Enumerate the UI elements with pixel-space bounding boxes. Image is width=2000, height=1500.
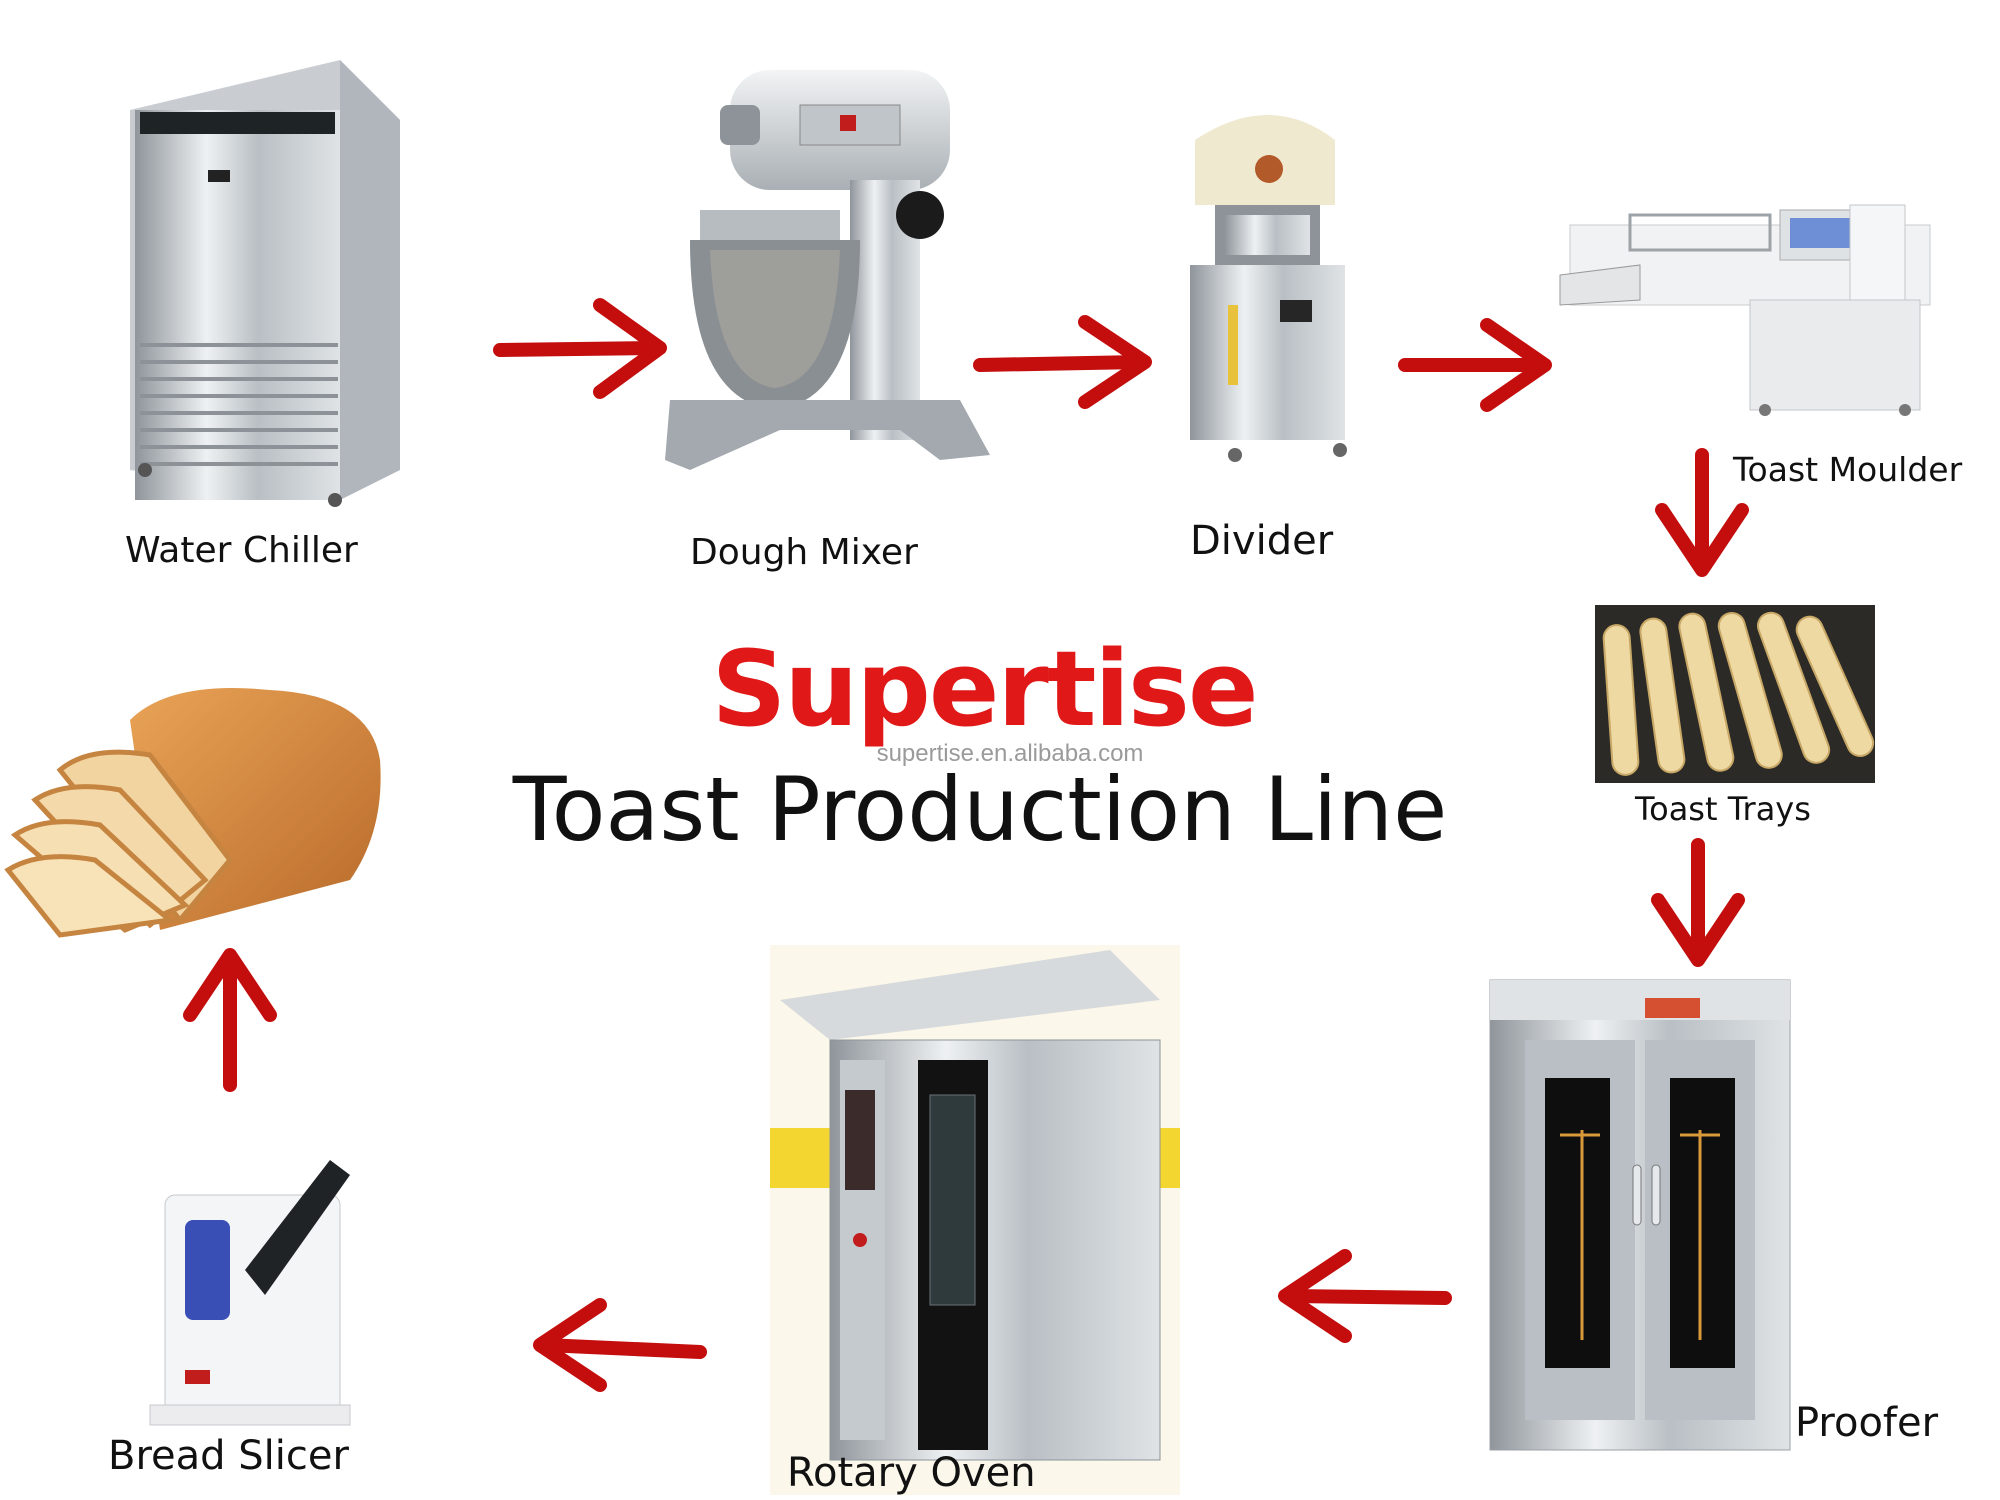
arrow-mixer-to-divider [973,315,1152,409]
label-toast-moulder: Toast Moulder [1733,450,1963,489]
arrow-divider-to-moulder [1398,318,1552,412]
dough-mixer-image [665,70,990,470]
label-bread-slicer: Bread Slicer [108,1433,349,1479]
divider-image [1190,115,1347,462]
diagram-title: Toast Production Line [512,758,1448,861]
brand-logo: Supertise [704,628,1264,750]
label-dough-mixer: Dough Mixer [690,532,918,573]
toast-moulder-image [1559,204,1931,416]
arrow-oven-to-slicer [533,1298,707,1392]
bread-slicer-image [149,1160,351,1426]
arrow-slicer-to-bread [183,948,277,1092]
sliced-bread-image [4,688,381,938]
arrow-proofer-to-oven [1278,1249,1452,1343]
label-rotary-oven: Rotary Oven [787,1450,1036,1496]
arrow-moulder-to-trays [1655,448,1749,577]
arrow-trays-to-proofer [1651,838,1745,967]
proofer-image [1489,979,1791,1451]
label-proofer: Proofer [1795,1400,1939,1446]
water-chiller-image [130,60,400,507]
label-toast-trays: Toast Trays [1635,790,1811,828]
label-divider: Divider [1190,518,1334,564]
watermark-text: supertise.en.alibaba.com [876,740,1144,767]
arrow-chiller-to-mixer [493,298,667,399]
label-water-chiller: Water Chiller [125,530,358,571]
brand-name: Supertise [711,628,1258,750]
toast-trays-image [1595,605,1875,783]
rotary-oven-image [770,945,1180,1495]
